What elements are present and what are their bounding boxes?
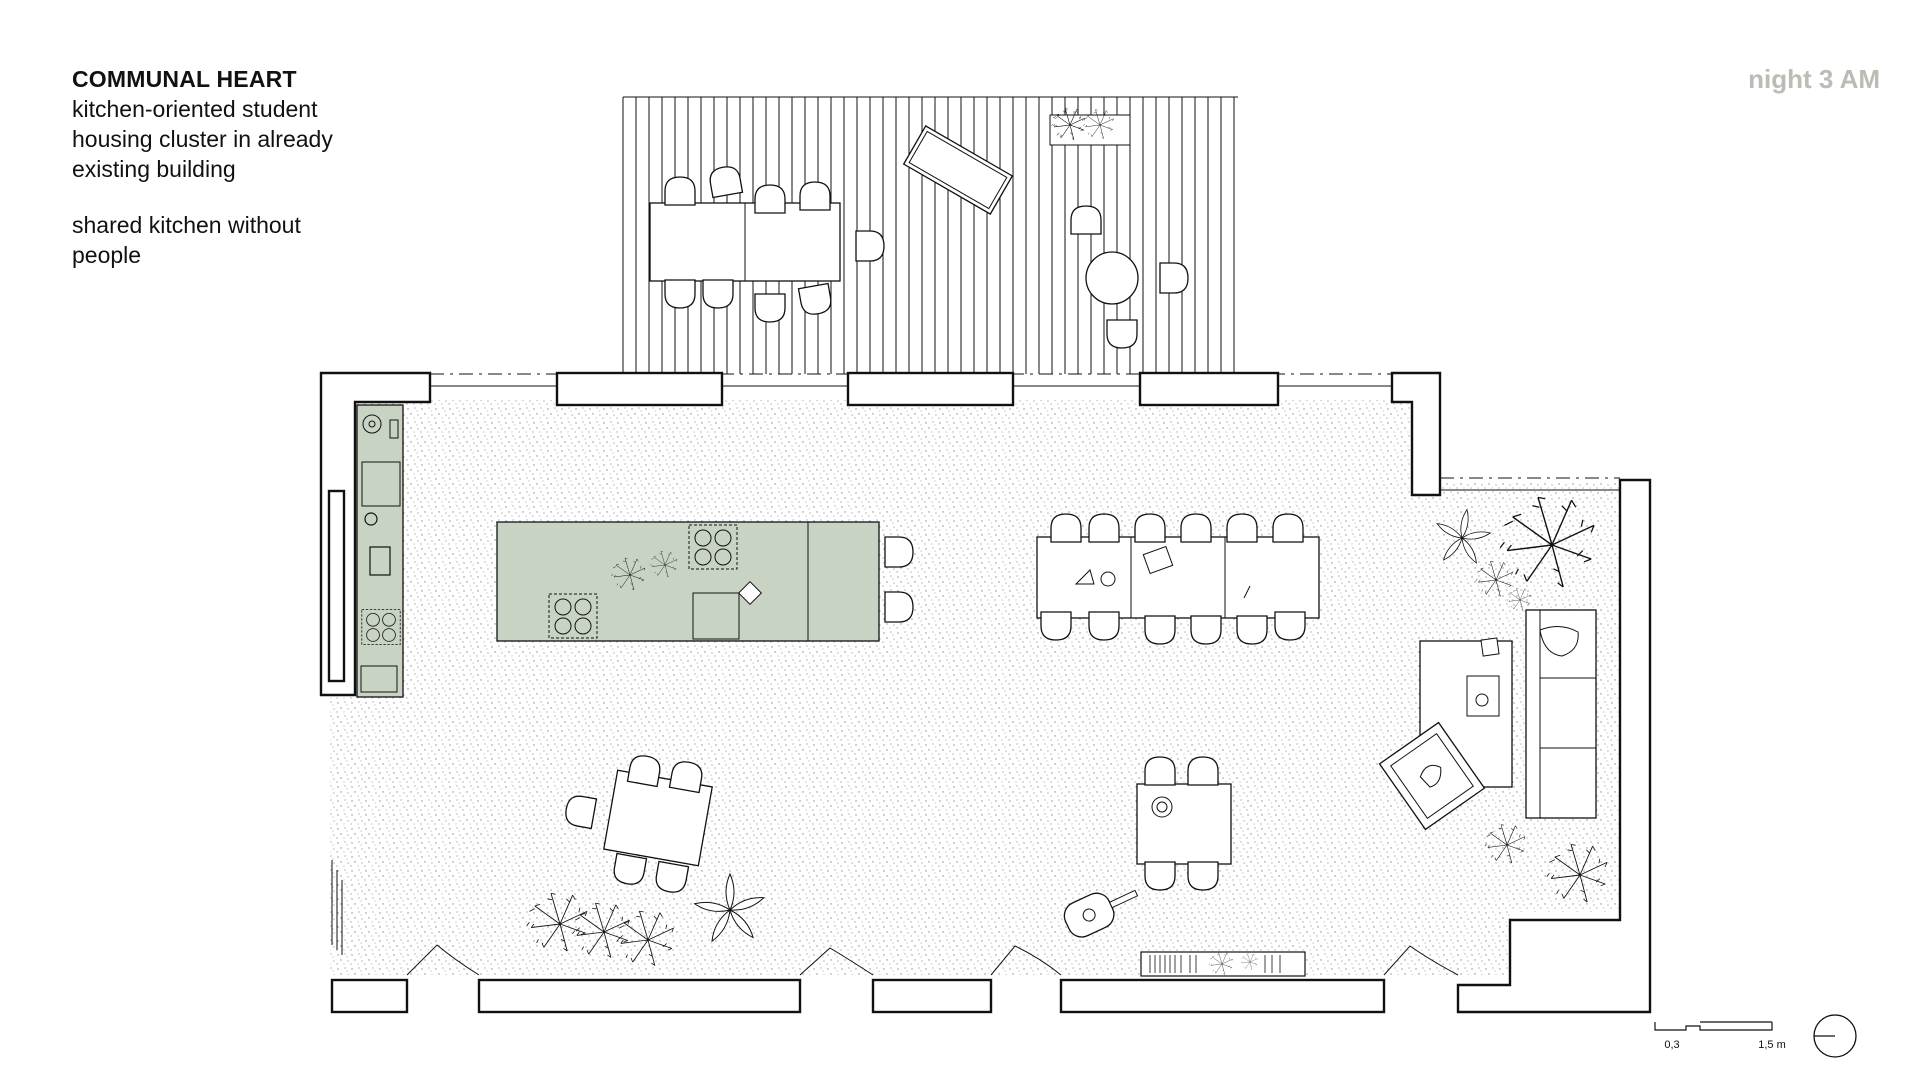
door-swings [406, 944, 1459, 976]
scale-bar: 0,3 1,5 m [1654, 1021, 1786, 1051]
caption-line: shared kitchen without [72, 212, 301, 238]
caption-title: COMMUNAL HEART [72, 66, 297, 92]
table-small-right [1136, 756, 1232, 891]
dining-table-long [1036, 513, 1320, 645]
table-small-left [563, 753, 713, 895]
terrace-planter [1049, 107, 1131, 146]
bookshelf [1140, 951, 1306, 977]
north-arrow-icon [1813, 1014, 1857, 1058]
caption-line: existing building [72, 156, 236, 182]
caption: COMMUNAL HEART kitchen-oriented student … [72, 64, 333, 270]
terrace-lounger [902, 125, 1014, 215]
terrace-round-table [1070, 205, 1189, 349]
caption-gap [72, 184, 333, 210]
lounge-area [1378, 609, 1597, 831]
caption-line: housing cluster in already [72, 126, 333, 152]
guitar [1063, 889, 1139, 938]
scale-label-small: 0,3 [1664, 1039, 1679, 1051]
terrace-dining-table [649, 164, 885, 323]
kitchen-counter-wall [356, 404, 404, 698]
scale-label-large: 1,5 m [1758, 1039, 1786, 1051]
caption-line: kitchen-oriented student [72, 96, 318, 122]
radiator [331, 860, 343, 955]
kitchen-island [496, 521, 914, 642]
time-label: night 3 AM [1748, 64, 1880, 94]
walls [319, 371, 1652, 1014]
caption-line: people [72, 242, 142, 268]
